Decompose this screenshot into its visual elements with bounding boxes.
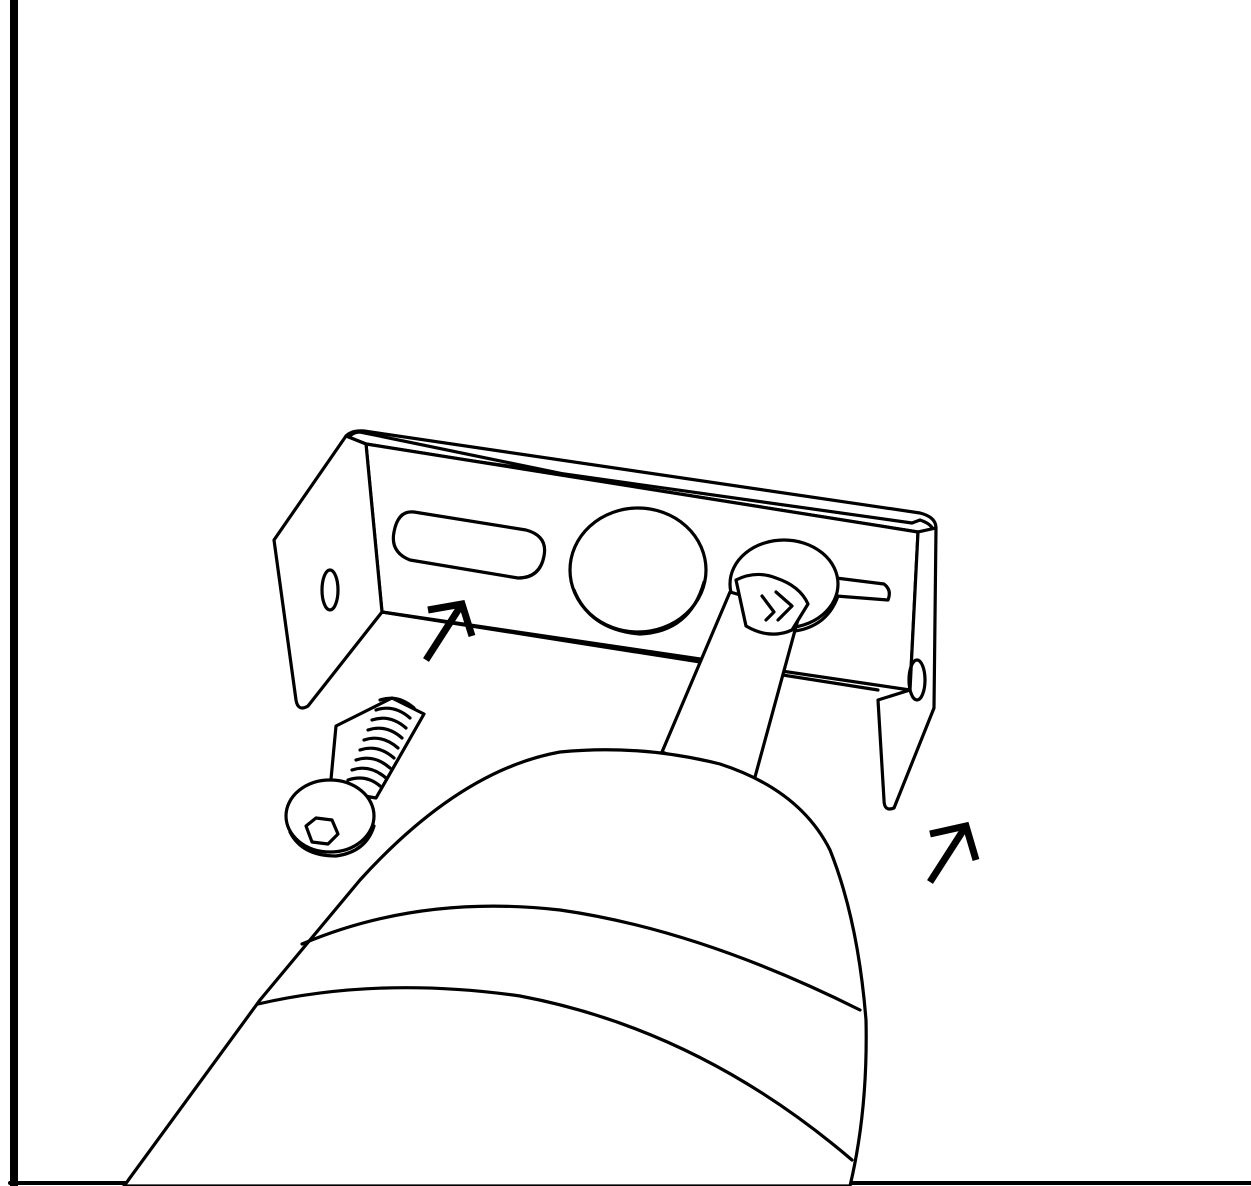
drill-chuck — [124, 750, 866, 1186]
loose-screw — [286, 698, 424, 856]
arrow-up-right-icon — [930, 826, 976, 882]
bracket-round-plug — [570, 508, 706, 634]
power-drill — [124, 750, 866, 1186]
